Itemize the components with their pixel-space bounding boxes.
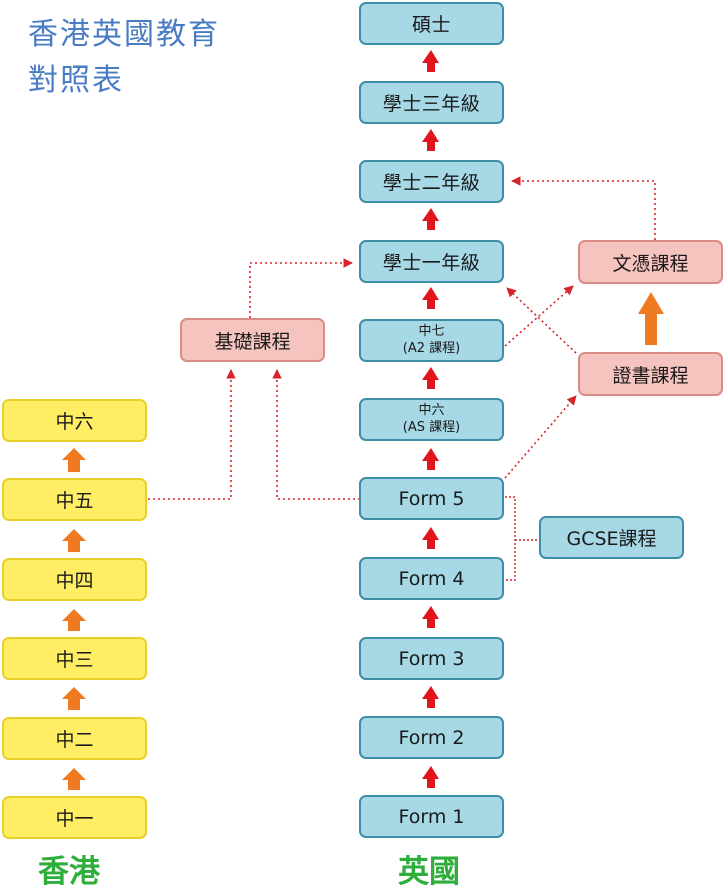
hk-form5-to-foundation <box>148 369 236 500</box>
hk-form1-box: 中一 <box>2 796 147 839</box>
hk-form4-label: 中四 <box>55 570 94 592</box>
uk-a2-line2: (A2 課程) <box>402 340 461 356</box>
uk-arrow-form1-form2 <box>422 766 439 788</box>
chart-title-line1: 香港英國教育 <box>28 17 220 52</box>
uk-year3-label: 學士三年級 <box>382 93 481 115</box>
certificate-to-year1 <box>506 287 577 354</box>
uk-form2-box: Form 2 <box>359 716 504 759</box>
hk-column-label: 香港 <box>38 854 100 890</box>
uk-arrow-form5-as <box>422 448 439 470</box>
hk-form3-label: 中三 <box>55 649 94 671</box>
a2-to-diploma <box>504 285 574 347</box>
uk-form5-label: Form 5 <box>398 487 465 510</box>
uk-form4-label: Form 4 <box>398 567 465 590</box>
hk-form3-box: 中三 <box>2 637 147 680</box>
diploma-label: 文憑課程 <box>612 252 689 275</box>
gcse-box: GCSE課程 <box>539 516 684 559</box>
diploma-box: 文憑課程 <box>578 240 723 284</box>
uk-column-label: 英國 <box>398 854 460 890</box>
hk-form2-label: 中二 <box>55 729 94 751</box>
uk-as-line2: (AS 課程) <box>402 419 461 435</box>
uk-arrow-a2-year1 <box>422 287 439 309</box>
hk-form1-label: 中一 <box>55 808 94 830</box>
foundation-label: 基礎課程 <box>214 330 291 353</box>
uk-masters-box: 碩士 <box>359 2 504 45</box>
uk-as-line1: 中六 <box>418 403 445 419</box>
uk-year1-label: 學士一年級 <box>382 252 481 274</box>
uk-arrow-year3-masters <box>422 50 439 72</box>
uk-arrow-as-a2 <box>422 367 439 389</box>
uk-year2-label: 學士二年級 <box>382 172 481 194</box>
foundation-to-year1 <box>249 258 353 318</box>
uk-year1-box: 學士一年級 <box>359 240 504 283</box>
uk-as-box: 中六 (AS 課程) <box>359 398 504 441</box>
uk-form5-to-foundation <box>272 369 360 500</box>
gcse-label: GCSE課程 <box>566 528 657 550</box>
hk-arrow-2 <box>62 687 86 710</box>
uk-arrow-form2-form3 <box>422 686 439 708</box>
uk-arrow-year1-year2 <box>422 208 439 230</box>
diploma-to-year2 <box>511 176 656 240</box>
certificate-box: 證書課程 <box>578 352 723 396</box>
uk-form5-box: Form 5 <box>359 477 504 520</box>
certificate-label: 證書課程 <box>612 364 689 387</box>
uk-form4-box: Form 4 <box>359 557 504 600</box>
form5-to-certificate <box>504 395 577 479</box>
hk-arrow-4 <box>62 529 86 552</box>
uk-form1-label: Form 1 <box>398 805 465 828</box>
hk-form6-label: 中六 <box>55 411 94 433</box>
uk-form1-box: Form 1 <box>359 795 504 838</box>
hk-form5-box: 中五 <box>2 478 147 521</box>
gcse-bracket <box>505 496 516 581</box>
hk-arrow-1 <box>62 768 86 790</box>
hk-form5-label: 中五 <box>55 490 94 512</box>
uk-form3-box: Form 3 <box>359 637 504 680</box>
hk-arrow-5 <box>62 448 86 472</box>
uk-arrow-form4-form5 <box>422 527 439 549</box>
certificate-to-diploma-arrow <box>638 292 664 345</box>
foundation-box: 基礎課程 <box>180 318 325 362</box>
uk-arrow-year2-year3 <box>422 129 439 151</box>
chart-title-line2: 對照表 <box>28 63 124 98</box>
uk-a2-box: 中七 (A2 課程) <box>359 319 504 362</box>
uk-masters-label: 碩士 <box>411 14 451 36</box>
hk-form4-box: 中四 <box>2 558 147 601</box>
uk-year2-box: 學士二年級 <box>359 160 504 203</box>
hk-form2-box: 中二 <box>2 717 147 760</box>
uk-form2-label: Form 2 <box>398 726 465 749</box>
uk-form3-label: Form 3 <box>398 647 465 670</box>
uk-a2-line1: 中七 <box>418 324 445 340</box>
hk-arrow-3 <box>62 609 86 631</box>
hk-form6-box: 中六 <box>2 399 147 442</box>
uk-arrow-form3-form4 <box>422 606 439 628</box>
uk-year3-box: 學士三年級 <box>359 81 504 124</box>
